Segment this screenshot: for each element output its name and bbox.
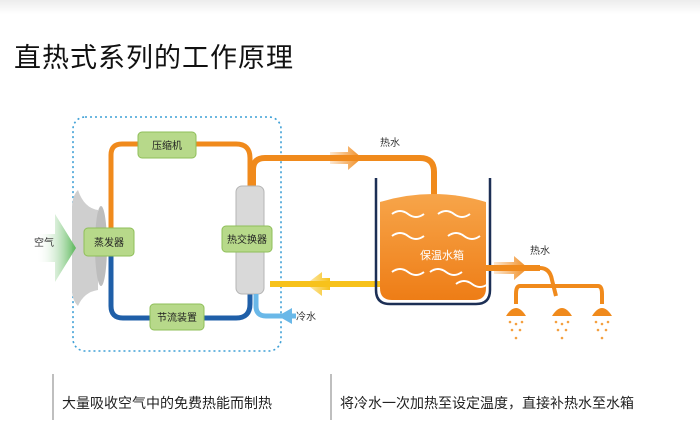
shower-heads	[506, 308, 612, 340]
evaporator-box	[83, 227, 135, 257]
tank-wave-3	[391, 232, 425, 240]
caption-left: 大量吸收空气中的免费热能而制热	[52, 372, 312, 422]
tank-outline	[374, 178, 492, 306]
throttle-box	[149, 303, 205, 331]
hot-water-top-label: 热水	[380, 136, 400, 149]
shower-head-2	[552, 308, 572, 316]
throttle-label: 节流装置	[157, 311, 197, 324]
air-label: 空气	[34, 236, 54, 249]
tank-water	[380, 194, 486, 300]
cold-water-arrow-icon	[278, 308, 292, 324]
cold-water-label: 冷水	[296, 310, 316, 323]
compressor-label: 压缩机	[152, 139, 182, 152]
evaporator-label: 蒸发器	[94, 236, 124, 249]
shower-arrow-icon	[494, 256, 528, 280]
heat-exchanger-box	[221, 225, 273, 253]
shower-head-3	[592, 308, 612, 316]
top-gradient-bar	[0, 0, 700, 14]
blue-pipe-bottom-left	[108, 256, 150, 321]
caption-left-text: 大量吸收空气中的免费热能而制热	[62, 396, 272, 412]
caption-right-text: 将冷水一次加热至设定温度，直接补热水至水箱	[340, 396, 634, 412]
tank-wave-6	[429, 268, 463, 276]
air-arrow-icon	[36, 214, 76, 282]
hot-water-arrow-icon	[330, 146, 362, 170]
tank-wave-7	[455, 280, 489, 288]
unit-dotted-border	[72, 116, 282, 352]
tank-wave-5	[391, 268, 425, 276]
caption-right: 将冷水一次加热至设定温度，直接补热水至水箱	[330, 372, 660, 422]
cold-water-pipe	[253, 294, 296, 319]
shower-manifold	[514, 266, 604, 304]
hot-water-right-label: 热水	[530, 244, 550, 257]
compressor-box	[137, 131, 197, 159]
tank-wave-4	[447, 232, 481, 240]
caption-right-divider	[330, 374, 332, 420]
yellow-return-arrow-icon	[306, 272, 330, 296]
heat-exchanger-label: 热交换器	[227, 233, 267, 246]
caption-left-divider	[52, 374, 54, 420]
tank-wave-2	[437, 210, 471, 218]
orange-pipe-top-right	[196, 141, 253, 220]
tank-wave-1	[391, 210, 425, 218]
tank-label: 保温水箱	[420, 248, 464, 262]
blue-pipe-bottom-right	[204, 256, 253, 321]
page-title: 直热式系列的工作原理	[14, 43, 294, 74]
shower-head-1	[506, 308, 526, 316]
orange-pipe-top-left	[108, 141, 138, 228]
